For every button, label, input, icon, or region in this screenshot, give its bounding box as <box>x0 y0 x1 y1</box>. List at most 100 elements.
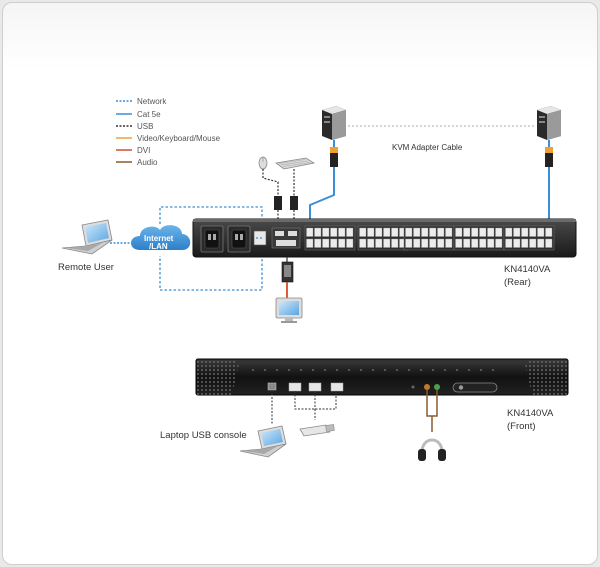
legend-label-vkm: Video/Keyboard/Mouse <box>137 134 221 143</box>
legend-label-usb: USB <box>137 122 153 131</box>
rj45-port <box>375 238 383 248</box>
rj45-port <box>367 238 375 248</box>
usb-plug-icon <box>290 196 298 210</box>
rj45-port <box>545 227 553 237</box>
rear-side-label: (Rear) <box>504 277 531 288</box>
power-socket-icon <box>200 225 224 253</box>
port-led <box>276 369 278 371</box>
audio-jack <box>424 384 430 390</box>
usb-port <box>308 382 322 392</box>
port-led <box>492 369 494 371</box>
laptop-usb-console-label: Laptop USB console <box>160 430 247 441</box>
usb-stick-icon <box>299 424 335 437</box>
rj45-port <box>471 238 479 248</box>
rj45-port <box>306 227 314 237</box>
rj45-port <box>405 227 413 237</box>
legend-item-audio: Audio <box>116 158 158 167</box>
rj45-port <box>537 227 545 237</box>
headset-icon <box>418 438 446 461</box>
port-led <box>444 369 446 371</box>
port-led <box>372 369 374 371</box>
remote-user-label: Remote User <box>58 262 114 273</box>
rj45-port <box>455 238 463 248</box>
rj45-port <box>479 227 487 237</box>
rj45-port <box>314 227 322 237</box>
rj45-port <box>346 238 354 248</box>
rj45-port <box>437 238 445 248</box>
rj45-port <box>505 238 513 248</box>
port-led <box>456 369 458 371</box>
kvm-adapter-cable-label: KVM Adapter Cable <box>392 143 463 152</box>
server-icon <box>322 106 346 140</box>
rj45-port <box>405 238 413 248</box>
cloud-icon: Internet /LAN <box>131 225 191 251</box>
rj45-port <box>495 227 503 237</box>
legend-label-network: Network <box>137 97 167 106</box>
rj45-port <box>306 238 314 248</box>
rj45-port <box>487 238 495 248</box>
rj45-port <box>537 238 545 248</box>
port-led <box>360 369 362 371</box>
rj45-port <box>445 227 453 237</box>
rj45-port <box>513 238 521 248</box>
laptop-icon <box>239 425 287 458</box>
cloud-label-line2: /LAN <box>149 242 168 251</box>
rj45-port <box>505 227 513 237</box>
rj45-port <box>513 227 521 237</box>
audio-jack <box>434 384 440 390</box>
port-led <box>288 369 290 371</box>
rj45-port <box>429 227 437 237</box>
kvm-adapter-icon <box>545 140 553 175</box>
rj45-port <box>330 238 338 248</box>
rj45-port <box>314 238 322 248</box>
cat5e-cable <box>309 175 335 222</box>
legend-item-dvi: DVI <box>116 146 150 155</box>
rj45-port <box>521 238 529 248</box>
port-led <box>348 369 350 371</box>
port-led <box>480 369 482 371</box>
cloud-label-line1: Internet <box>144 234 174 243</box>
rj45-port <box>359 238 367 248</box>
rj45-port <box>383 238 391 248</box>
rj45-port <box>322 227 330 237</box>
network-link-box <box>159 206 263 291</box>
power-button <box>452 382 498 393</box>
rj45-port <box>383 227 391 237</box>
port-led <box>396 369 398 371</box>
power-socket-icon <box>227 225 251 253</box>
monitor-icon <box>275 297 303 323</box>
front-model-label: KN4140VA <box>507 408 554 419</box>
rj45-port <box>338 227 346 237</box>
kvm-rear-unit <box>192 218 577 258</box>
rj45-port <box>413 238 421 248</box>
port-led <box>408 369 410 371</box>
legend-item-cat5e: Cat 5e <box>116 110 161 119</box>
rj45-port <box>445 238 453 248</box>
rj45-port <box>413 227 421 237</box>
rj45-port <box>367 227 375 237</box>
legend-item-usb: USB <box>116 122 153 131</box>
legend-label-cat5e: Cat 5e <box>137 110 161 119</box>
port-led <box>468 369 470 371</box>
mouse-icon <box>258 156 268 170</box>
usb-port <box>267 382 277 391</box>
port-led <box>264 369 266 371</box>
legend-label-dvi: DVI <box>137 146 150 155</box>
rj45-port <box>421 238 429 248</box>
rj45-port <box>463 227 471 237</box>
port-led <box>420 369 422 371</box>
port-led <box>312 369 314 371</box>
kvm-adapter-icon <box>330 140 338 175</box>
port-led <box>384 369 386 371</box>
server-icon <box>537 106 561 140</box>
rj45-port <box>455 227 463 237</box>
rj45-port <box>487 227 495 237</box>
rj45-port <box>437 227 445 237</box>
rj45-port <box>495 238 503 248</box>
usb-port <box>288 382 302 392</box>
legend-item-vkm: Video/Keyboard/Mouse <box>116 134 221 143</box>
usb-plug-icon <box>274 196 282 210</box>
rj45-port <box>429 238 437 248</box>
